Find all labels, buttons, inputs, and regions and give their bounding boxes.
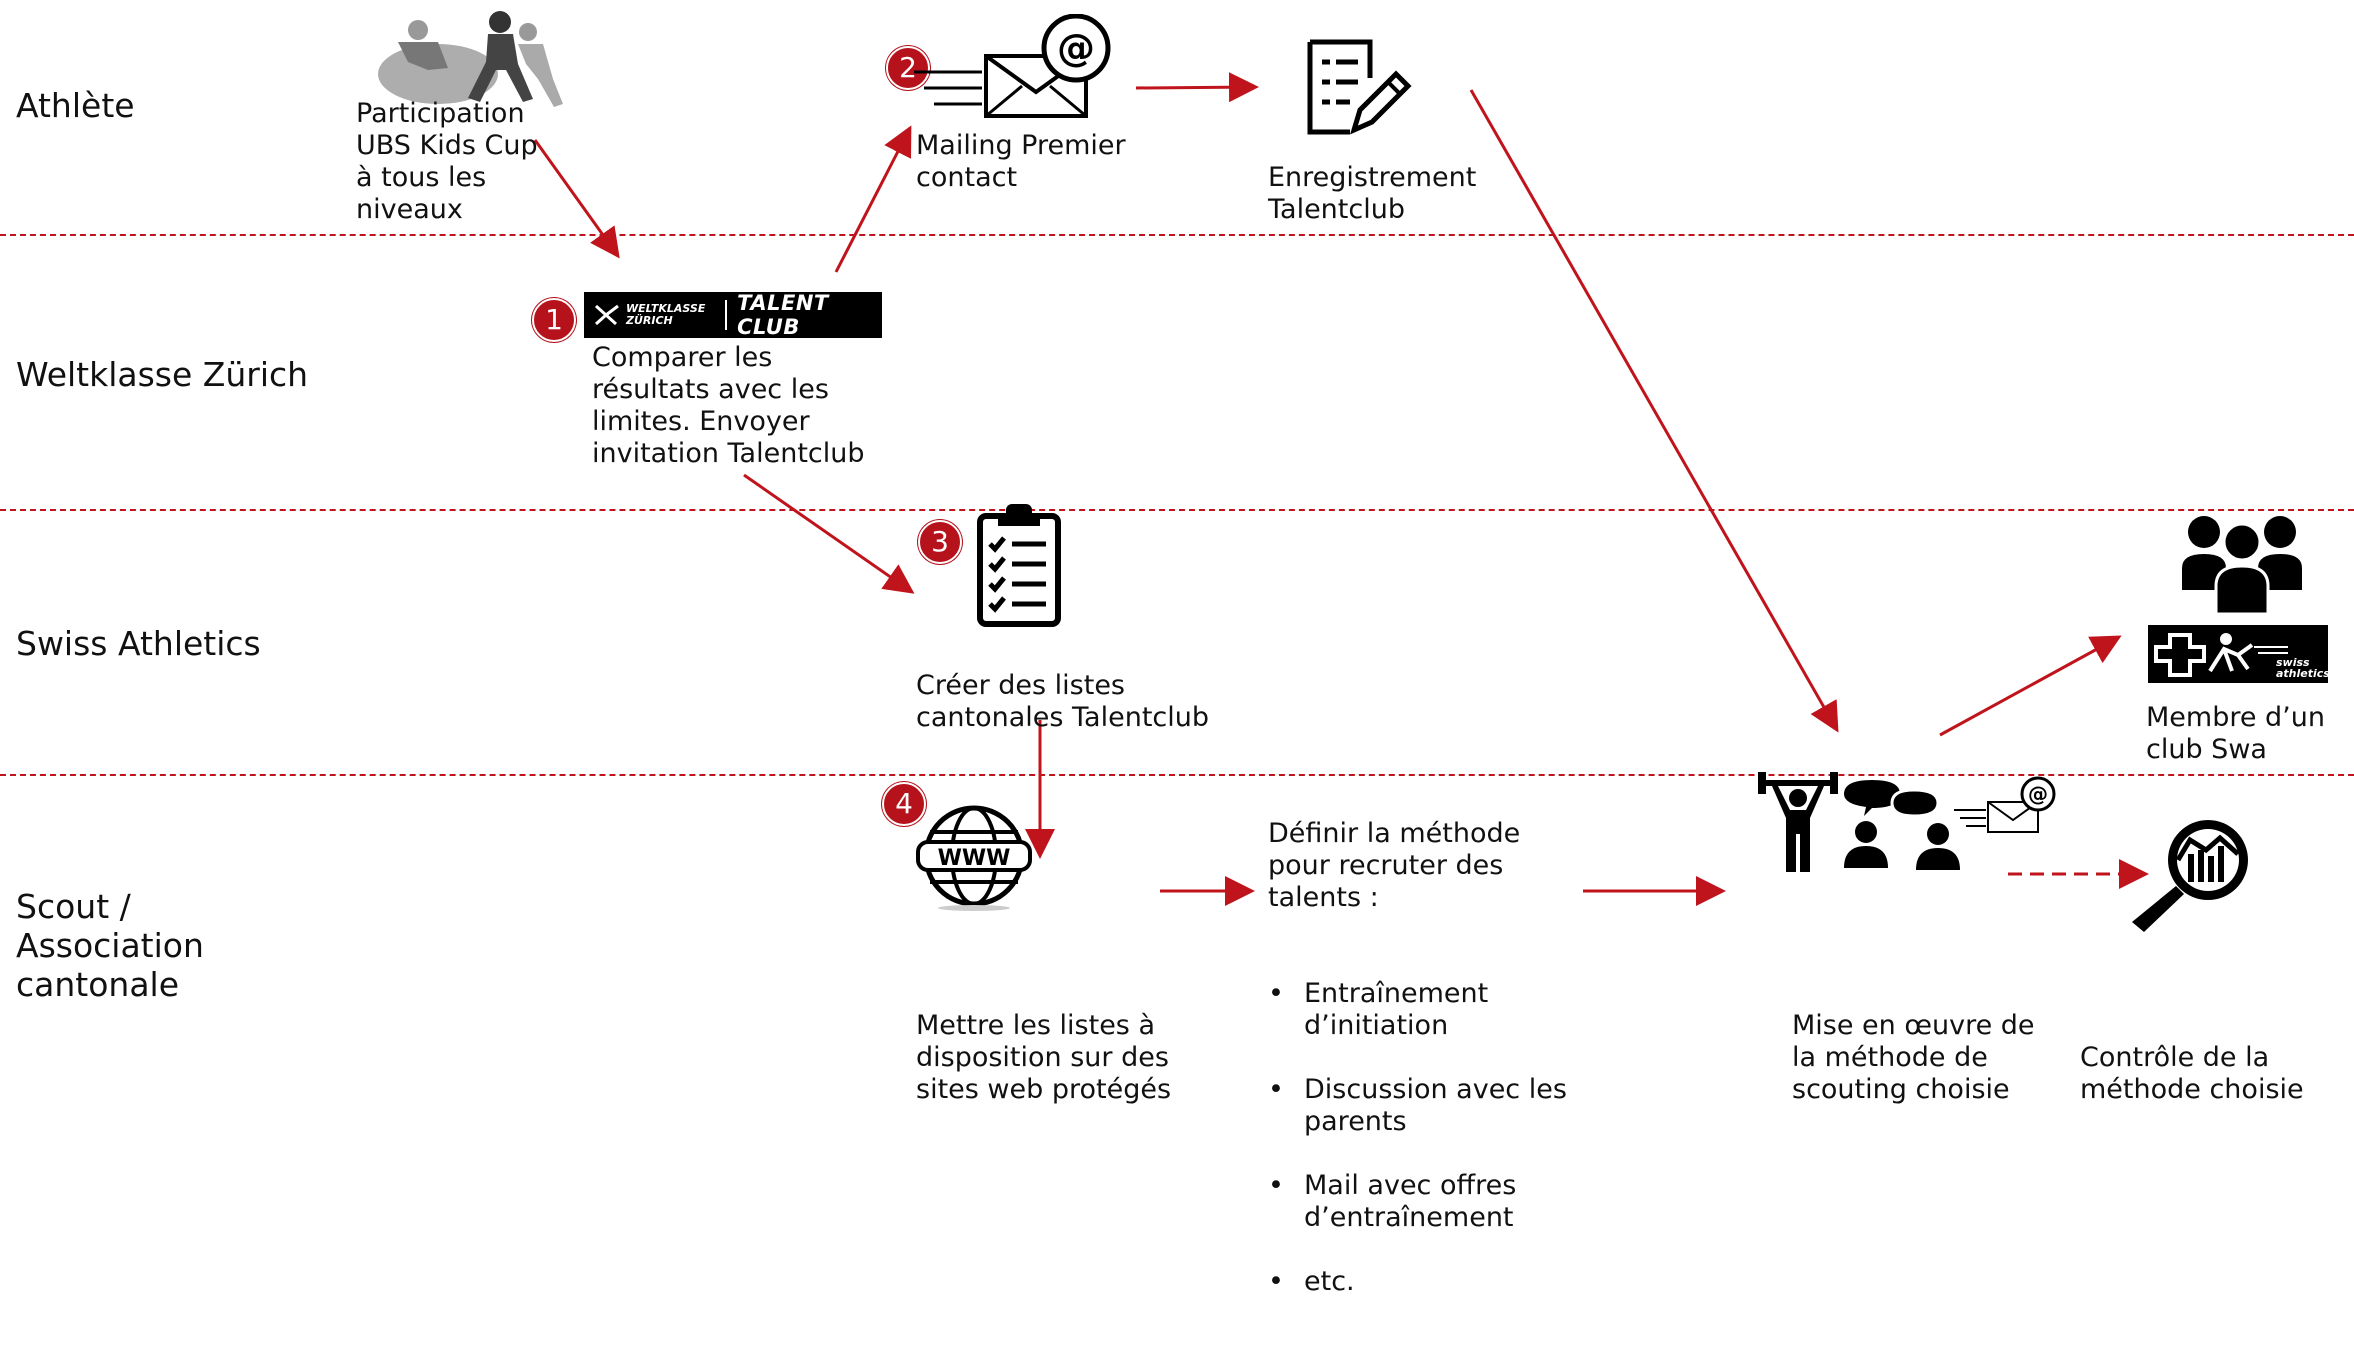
step-badge-1: 1: [532, 298, 576, 342]
step-method-block: Définir la méthode pour recruter des tal…: [1268, 786, 1567, 1362]
step-publish-text: Mettre les listes à disposition sur des …: [916, 1010, 1172, 1105]
arrow-mailing-to-registration: [1135, 72, 1259, 103]
talent-club-wordmark: TALENT CLUB: [737, 291, 829, 339]
lane-divider-2: [0, 509, 2354, 511]
step-mailing-text: Mailing Premier contact: [916, 130, 1126, 193]
lane-divider-1: [0, 234, 2354, 236]
method-item: Discussion avec les parents: [1268, 1074, 1567, 1138]
step-badge-2: 2: [886, 46, 930, 90]
logo-separator: [725, 300, 728, 330]
lane-label-swiss-athletics: Swiss Athletics: [16, 624, 261, 663]
method-intro-text: Définir la méthode pour recruter des tal…: [1268, 818, 1521, 913]
svg-text:WWW: WWW: [938, 846, 1011, 871]
flow-arrows: [533, 72, 2149, 906]
step-control-text: Contrôle de la méthode choisie: [2080, 1042, 2304, 1105]
method-item: Entraînement d’initiation: [1268, 978, 1567, 1042]
weltklasse-wordmark: WELTKLASSE ZÜRICH: [626, 302, 706, 327]
lane-label-athlete: Athlète: [16, 86, 135, 125]
lane-label-scout: Scout / Association cantonale: [16, 887, 204, 1004]
method-item: Mail avec offres d’entraînement: [1268, 1170, 1567, 1234]
weltklasse-talent-club-logo: WELTKLASSE ZÜRICH TALENT CLUB: [584, 291, 882, 339]
runners-photo: [368, 4, 568, 114]
lane-divider-3: [0, 774, 2354, 776]
checklist-icon: [974, 502, 1064, 628]
step-badge-4: 4: [882, 782, 926, 826]
magnifier-chart-icon: [2126, 810, 2260, 934]
svg-text:@: @: [2028, 782, 2048, 806]
step-registration-text: Enregistrement Talentclub: [1268, 162, 1477, 225]
email-icon: @: [912, 13, 1112, 120]
form-edit-icon: [1302, 38, 1412, 138]
swiss-athletics-wordmark: swiss athletics: [2276, 656, 2330, 680]
arrow-kidscup-to-wkz: [533, 139, 620, 259]
method-item: etc.: [1268, 1266, 1567, 1298]
step-badge-3: 3: [918, 520, 962, 564]
arrow-registration-to-implement: [1469, 89, 1839, 733]
mail-small-icon: @: [1952, 776, 2056, 834]
svg-text:@: @: [1057, 26, 1095, 70]
weightlifter-icon: [1756, 768, 1840, 872]
step-compare-text: Comparer les résultats avec les limites.…: [592, 342, 865, 469]
arrow-wkz-to-mailing: [834, 125, 912, 273]
discussion-icon: [1842, 776, 1968, 872]
group-icon: [2180, 510, 2304, 616]
arrow-wkz-to-lists: [743, 473, 915, 594]
method-list: Entraînement d’initiation Discussion ave…: [1268, 946, 1567, 1330]
weltklasse-emblem-icon: [594, 304, 619, 326]
swiss-athletics-logo: swiss athletics: [2148, 625, 2330, 683]
step-implement-text: Mise en œuvre de la méthode de scouting …: [1792, 1010, 2035, 1105]
step-member-text: Membre d’un club Swa: [2146, 702, 2325, 765]
arrow-implement-to-member: [1939, 635, 2122, 737]
step-kids-cup-text: Participation UBS Kids Cup à tous les ni…: [356, 98, 538, 225]
lane-label-weltklasse: Weltklasse Zürich: [16, 355, 309, 394]
www-globe-icon: WWW: [916, 804, 1032, 912]
step-lists-text: Créer des listes cantonales Talentclub: [916, 670, 1210, 733]
